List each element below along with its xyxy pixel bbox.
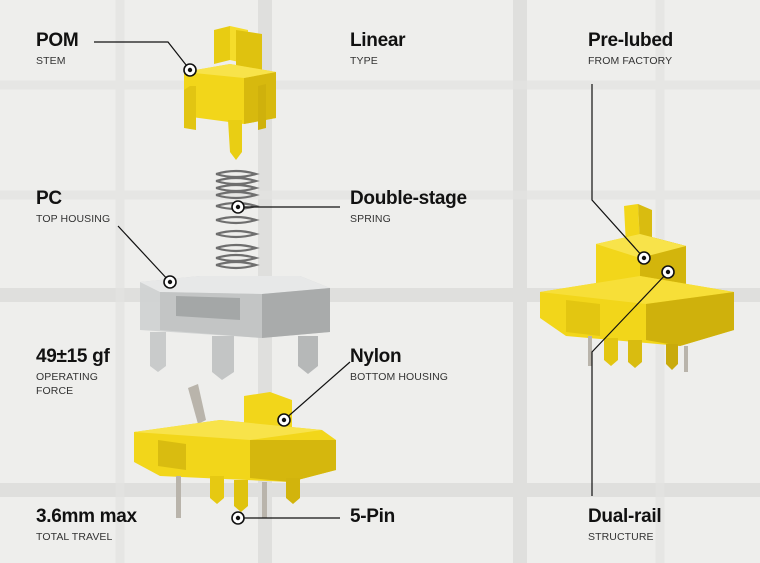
label-lube: Pre-lubed FROM FACTORY (588, 30, 673, 68)
label-rail: Dual-rail STRUCTURE (588, 506, 662, 544)
label-rail-title: Dual-rail (588, 506, 662, 527)
label-spring-sub: SPRING (350, 213, 391, 225)
label-force-sub2: FORCE (36, 385, 74, 397)
label-travel-sub: TOTAL TRAVEL (36, 531, 113, 543)
label-stem-title: POM (36, 30, 79, 51)
label-type-sub: TYPE (350, 55, 378, 67)
label-pins-title: 5-Pin (350, 506, 395, 527)
label-lube-sub: FROM FACTORY (588, 55, 673, 67)
label-lube-title: Pre-lubed (588, 30, 673, 51)
label-housing: PC TOP HOUSING (36, 188, 110, 226)
label-type-title: Linear (350, 30, 406, 51)
label-spring: Double-stage SPRING (350, 188, 467, 226)
label-bottom-title: Nylon (350, 346, 402, 367)
label-pins: 5-Pin (350, 506, 395, 528)
label-rail-sub: STRUCTURE (588, 531, 654, 543)
label-bottom: Nylon BOTTOM HOUSING (350, 346, 448, 384)
label-stem: POM STEM (36, 30, 79, 68)
label-travel-title: 3.6mm max (36, 506, 137, 527)
label-housing-sub: TOP HOUSING (36, 213, 111, 225)
label-type: Linear TYPE (350, 30, 406, 68)
label-stem-sub: STEM (36, 55, 66, 67)
label-force-title: 49±15 gf (36, 346, 110, 367)
label-travel: 3.6mm max TOTAL TRAVEL (36, 506, 137, 544)
label-bottom-sub: BOTTOM HOUSING (350, 371, 449, 383)
label-spring-title: Double-stage (350, 188, 467, 209)
label-force-sub1: OPERATING (36, 371, 98, 383)
label-housing-title: PC (36, 188, 62, 209)
label-force: 49±15 gf OPERATING FORCE (36, 346, 110, 398)
